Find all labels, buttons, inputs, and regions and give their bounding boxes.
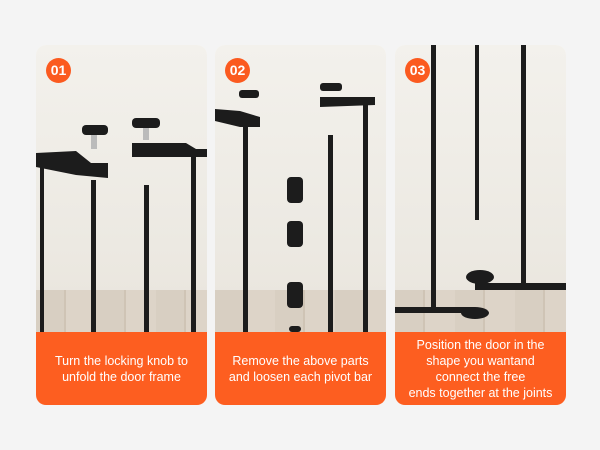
step-2-photo xyxy=(215,45,386,332)
step-caption: Position the door in the shape you wanta… xyxy=(395,332,566,405)
step-caption: Turn the locking knob to unfold the door… xyxy=(36,332,207,405)
step-caption-text: Remove the above parts and loosen each p… xyxy=(228,353,373,384)
gate-frame-illustration xyxy=(36,118,207,332)
step-1-photo xyxy=(36,45,207,332)
step-panel-1: 01 Turn the locking knob to unfold the d… xyxy=(36,45,207,405)
step-number-badge: 01 xyxy=(46,58,71,83)
step-number-badge: 03 xyxy=(405,58,430,83)
step-caption: Remove the above parts and loosen each p… xyxy=(215,332,386,405)
gate-parts-illustration xyxy=(215,83,375,332)
step-3-photo xyxy=(395,45,566,332)
step-caption-text: Turn the locking knob to unfold the door… xyxy=(55,353,188,384)
gate-assembly-illustration xyxy=(395,45,566,319)
step-number-badge: 02 xyxy=(225,58,250,83)
step-panel-2: 02 Remove the above parts and loosen eac… xyxy=(215,45,386,405)
step-caption-text: Position the door in the shape you wanta… xyxy=(408,337,553,400)
step-panel-3: 03 Position the door in the shape you wa… xyxy=(395,45,566,405)
